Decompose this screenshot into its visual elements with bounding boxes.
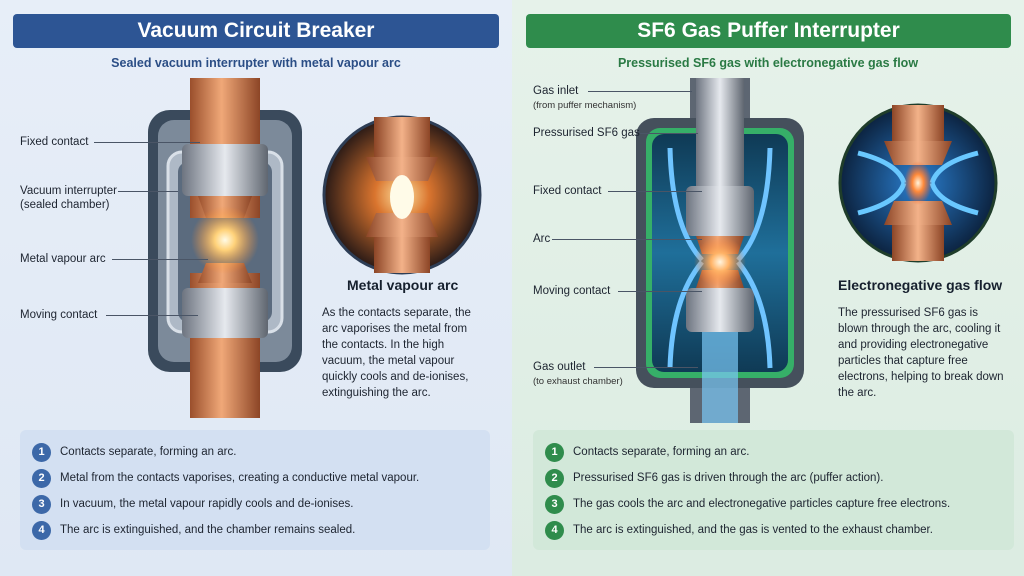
- step-text: Contacts separate, forming an arc.: [60, 446, 237, 458]
- sf6-moving-contact-label: Moving contact: [533, 285, 611, 297]
- step-number: 4: [32, 520, 51, 540]
- sf6-cross-section: [636, 78, 804, 423]
- step-number: 4: [545, 520, 564, 540]
- sf6-side-description: The pressurised SF6 gas is blown through…: [838, 307, 1004, 399]
- sf6-step: 3 The gas cools the arc and electronegati…: [545, 491, 1002, 517]
- sf6-moving-contact-leader: [618, 291, 702, 292]
- pressurised-gas-label: Pressurised SF6 gas: [533, 127, 640, 139]
- vcb-side-title: Metal vapour arc: [347, 277, 459, 293]
- fixed-contact-leader: [94, 142, 200, 143]
- step-text: Metal from the contacts vaporises, creat…: [60, 472, 420, 484]
- vcb-side-description: As the contacts separate, the arc vapori…: [322, 307, 471, 399]
- gas-inlet-subtext: (from puffer mechanism): [533, 100, 637, 111]
- vcb-step: 2 Metal from the contacts vaporises, crea…: [32, 465, 478, 491]
- sf6-panel: SF6 Gas Puffer Interrupter Pressurised S…: [512, 0, 1024, 576]
- step-number: 2: [32, 468, 51, 488]
- sf6-step: 1 Contacts separate, forming an arc.: [545, 439, 1002, 465]
- vacuum-interrupter-subtext: (sealed chamber): [20, 199, 110, 211]
- moving-contact-label: Moving contact: [20, 309, 98, 321]
- sf6-side-title: Electronegative gas flow: [838, 277, 1003, 293]
- sf6-subtitle: Pressurised SF6 gas with electronegative…: [617, 56, 919, 70]
- arc-label: Arc: [533, 233, 551, 245]
- gas-inlet-text: Gas inlet: [533, 85, 579, 97]
- sf6-steps: 1 Contacts separate, forming an arc. 2 Pre…: [533, 430, 1014, 550]
- vcb-cross-section: [148, 78, 302, 418]
- step-text: Pressurised SF6 gas is driven through th…: [573, 472, 884, 484]
- step-text: Contacts separate, forming an arc.: [573, 446, 750, 458]
- sf6-step: 2 Pressurised SF6 gas is driven through t…: [545, 465, 1002, 491]
- vcb-subtitle: Sealed vacuum interrupter with metal vap…: [111, 56, 401, 70]
- moving-contact-leader: [106, 315, 198, 316]
- gas-inlet-label: Gas inlet (from puffer mechanism): [533, 84, 636, 113]
- step-number: 3: [545, 494, 564, 514]
- gas-outlet-subtext: (to exhaust chamber): [533, 376, 623, 387]
- vcb-steps: 1 Contacts separate, forming an arc. 2 Met…: [20, 430, 490, 550]
- electronegative-flow-closeup: [838, 103, 998, 263]
- sf6-title: SF6 Gas Puffer Interrupter: [526, 14, 1011, 48]
- sf6-fixed-contact-label: Fixed contact: [533, 185, 602, 197]
- gas-outlet-text: Gas outlet: [533, 361, 586, 373]
- fixed-contact-label: Fixed contact: [20, 136, 89, 148]
- metal-vapour-arc-closeup: [322, 115, 482, 275]
- pressurised-gas-leader: [640, 133, 698, 134]
- step-number: 1: [32, 442, 51, 462]
- step-text: The gas cools the arc and electronegativ…: [573, 498, 951, 510]
- sf6-fixed-contact-leader: [608, 191, 702, 192]
- vcb-step: 3 In vacuum, the metal vapour rapidly coo…: [32, 491, 478, 517]
- vcb-step: 4 The arc is extinguished, and the chambe…: [32, 517, 478, 543]
- vacuum-interrupter-label: Vacuum interrupter (sealed chamber): [20, 184, 117, 212]
- vcb-title: Vacuum Circuit Breaker: [13, 14, 499, 48]
- vacuum-interrupter-text: Vacuum interrupter: [20, 185, 117, 197]
- gas-outlet-label: Gas outlet (to exhaust chamber): [533, 360, 623, 389]
- step-text: In vacuum, the metal vapour rapidly cool…: [60, 498, 354, 510]
- gas-outlet-leader: [594, 367, 698, 368]
- metal-vapour-arc-label: Metal vapour arc: [20, 253, 106, 265]
- gas-inlet-leader: [588, 91, 692, 92]
- step-number: 1: [545, 442, 564, 462]
- vacuum-interrupter-leader: [118, 191, 178, 192]
- step-text: The arc is extinguished, and the chamber…: [60, 524, 356, 536]
- step-number: 3: [32, 494, 51, 514]
- metal-vapour-arc-leader: [112, 259, 208, 260]
- sf6-step: 4 The arc is extinguished, and the gas is…: [545, 517, 1002, 543]
- arc-leader: [552, 239, 702, 240]
- step-text: The arc is extinguished, and the gas is …: [573, 524, 933, 536]
- vcb-panel: Vacuum Circuit Breaker Sealed vacuum int…: [0, 0, 512, 576]
- step-number: 2: [545, 468, 564, 488]
- vcb-step: 1 Contacts separate, forming an arc.: [32, 439, 478, 465]
